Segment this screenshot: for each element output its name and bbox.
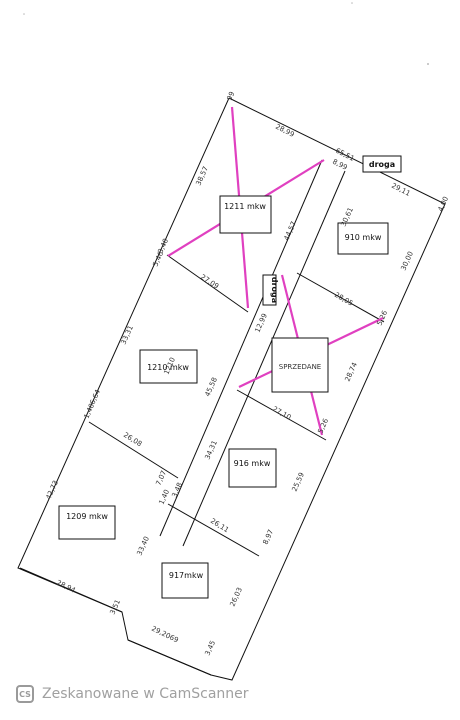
dimension-label: 26,03 bbox=[229, 586, 244, 608]
divider-3 bbox=[88, 421, 179, 479]
dimension-label: 25,59 bbox=[291, 471, 306, 493]
dimension-label: 33,31 bbox=[120, 324, 135, 346]
dimension-label: 42,73 bbox=[45, 479, 60, 501]
dimension-label: 26,11 bbox=[209, 517, 230, 534]
divider-7 bbox=[127, 639, 212, 676]
outer-boundary bbox=[17, 97, 446, 681]
sold-box bbox=[271, 337, 329, 393]
dimension-label: 28,74 bbox=[344, 361, 360, 383]
lot-label: 917mkw bbox=[169, 571, 204, 580]
dimension-label: 27,09 bbox=[199, 273, 220, 291]
lot-box-1210 bbox=[139, 349, 198, 384]
lot-box-916 bbox=[228, 448, 277, 488]
camscanner-text: Zeskanowane w CamScanner bbox=[42, 686, 249, 702]
lot-box-1209 bbox=[58, 505, 116, 540]
divider-4 bbox=[236, 389, 327, 441]
divider-5 bbox=[19, 567, 123, 613]
dimension-label: 6,64 bbox=[89, 388, 103, 406]
dimension-label: 8,97 bbox=[262, 528, 276, 545]
dimension-label: 26,08 bbox=[122, 431, 143, 448]
road-left-edge bbox=[159, 159, 323, 537]
dimension-label: 34,31 bbox=[204, 439, 219, 461]
lot-label: 1211 mkw bbox=[224, 202, 266, 211]
dimension-label: 44,57 bbox=[283, 220, 298, 242]
dimension-label: 3,48 bbox=[171, 481, 185, 498]
road-right-edge bbox=[182, 170, 346, 547]
divider-1 bbox=[166, 254, 249, 313]
lot-box-910 bbox=[337, 222, 389, 255]
road-box-vertical bbox=[262, 274, 277, 306]
road-label-top: droga bbox=[369, 160, 395, 169]
scan-artifacts bbox=[23, 2, 429, 65]
lot-box-917 bbox=[161, 562, 209, 599]
road-box-top bbox=[362, 155, 402, 173]
dimension-label: 29,11 bbox=[390, 182, 411, 198]
plot-lines bbox=[17, 97, 446, 681]
camscanner-footer: CS Zeskanowane w CamScanner bbox=[16, 682, 249, 706]
divider-6 bbox=[167, 503, 260, 557]
dimension-label: 3,45 bbox=[204, 639, 218, 656]
dimension-label: 30,00 bbox=[400, 250, 415, 272]
dimension-label: 45,58 bbox=[204, 376, 219, 398]
lot-label: 1210 mkw bbox=[147, 363, 189, 372]
dimension-label: 5,26 bbox=[376, 309, 390, 327]
lot-boxes bbox=[58, 155, 402, 599]
camscanner-logo-icon: CS bbox=[16, 685, 34, 703]
lot-labels: 1211 mkw 910 mkw 1210 mkw 916 mkw 1209 m… bbox=[66, 160, 395, 580]
lot-box-1211 bbox=[219, 195, 272, 234]
dimension-label: 1,40 bbox=[158, 488, 172, 505]
dimension-label: 28,05 bbox=[333, 291, 354, 308]
dimension-label: 29,2069 bbox=[150, 625, 180, 645]
dimension-label: 28,94 bbox=[55, 579, 77, 595]
lot-label: 1209 mkw bbox=[66, 512, 108, 521]
dimension-label: 4,00 bbox=[437, 195, 451, 212]
sold-label: SPRZEDANE bbox=[279, 363, 321, 371]
dimension-label: 33,40 bbox=[136, 535, 151, 557]
dimension-label: 7,07 bbox=[155, 469, 169, 486]
road-label-vertical: droga bbox=[270, 277, 279, 303]
dimension-label: 12,99 bbox=[254, 312, 269, 334]
dimension-label: 99 bbox=[226, 90, 237, 101]
divider-2 bbox=[296, 272, 385, 323]
dimension-label: 27,10 bbox=[271, 405, 292, 422]
dimension-label: 3,51 bbox=[109, 598, 123, 615]
lot-label: 910 mkw bbox=[345, 233, 382, 242]
lot-label: 916 mkw bbox=[234, 459, 271, 468]
